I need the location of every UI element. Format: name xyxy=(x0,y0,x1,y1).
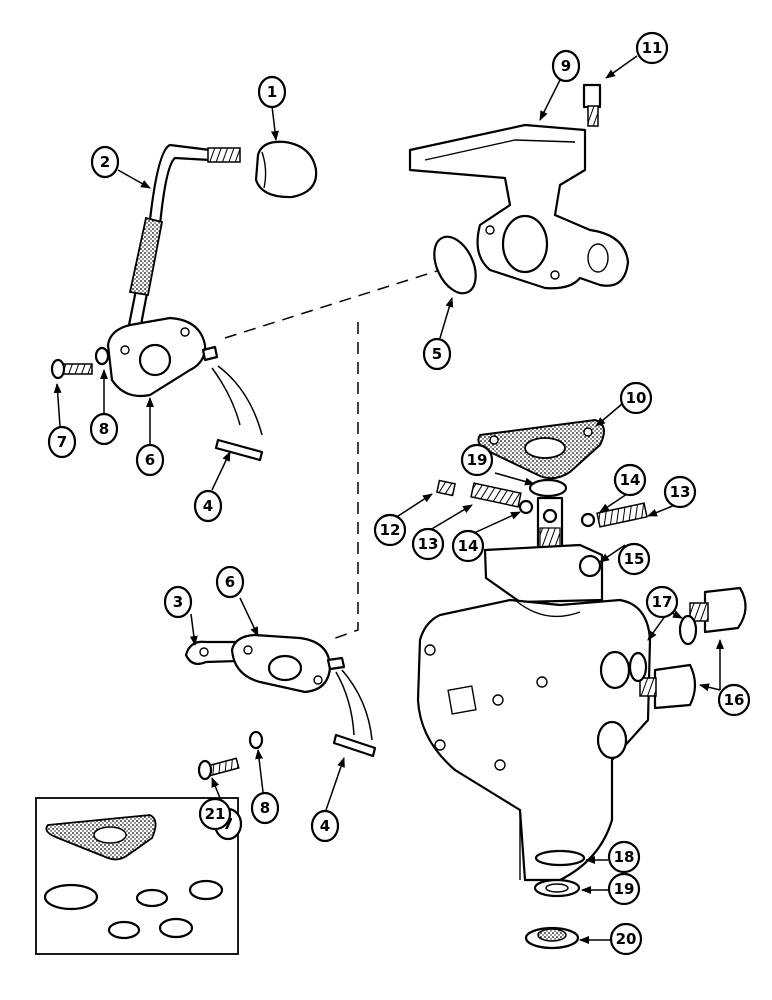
svg-text:20: 20 xyxy=(616,930,637,948)
svg-text:13: 13 xyxy=(670,483,691,501)
callout-8b: 8 xyxy=(250,791,280,825)
svg-text:5: 5 xyxy=(432,345,442,363)
svg-text:1: 1 xyxy=(267,83,277,101)
upper-pin-part xyxy=(211,365,264,462)
svg-text:13: 13 xyxy=(418,535,439,553)
svg-text:6: 6 xyxy=(145,451,155,469)
callout-9: 9 xyxy=(551,49,581,83)
svg-text:16: 16 xyxy=(724,691,745,709)
callout-6b: 6 xyxy=(215,565,245,599)
svg-text:19: 19 xyxy=(614,880,635,898)
lower-pin-part xyxy=(332,669,377,758)
bracket-part xyxy=(408,123,630,290)
lower-screw-part xyxy=(197,757,240,781)
callout-12: 12 xyxy=(373,513,407,547)
callout-17: 17 xyxy=(645,585,679,619)
bracket-bolt-part xyxy=(582,83,602,127)
svg-text:18: 18 xyxy=(614,848,635,866)
svg-text:10: 10 xyxy=(626,389,647,407)
callout-5: 5 xyxy=(422,337,452,371)
svg-text:7: 7 xyxy=(223,815,233,833)
callout-1: 1 xyxy=(257,75,287,109)
callout-13a: 13 xyxy=(411,527,445,561)
callout-19b: 19 xyxy=(607,872,641,906)
callout-18: 18 xyxy=(607,840,641,874)
upper-washer-part xyxy=(94,346,110,366)
callout-13b: 13 xyxy=(663,475,697,509)
assembly-lines xyxy=(224,269,441,641)
svg-text:8: 8 xyxy=(260,799,270,817)
callout-20: 20 xyxy=(609,922,643,956)
svg-text:2: 2 xyxy=(100,153,110,171)
callout-2: 2 xyxy=(90,145,120,179)
lower-flange-part xyxy=(230,633,346,694)
spring-and-ball-parts xyxy=(436,479,648,528)
oring-part xyxy=(433,235,477,295)
callout-10: 10 xyxy=(619,381,653,415)
bottom-seal-parts xyxy=(524,849,586,950)
svg-text:15: 15 xyxy=(624,550,645,568)
svg-text:3: 3 xyxy=(173,593,183,611)
upper-screw-part xyxy=(50,358,93,380)
svg-text:7: 7 xyxy=(57,433,67,451)
gasket-part xyxy=(477,418,605,480)
callout-16: 16 xyxy=(717,683,751,717)
upper-flange-part xyxy=(106,316,219,398)
callout-19a: 19 xyxy=(460,443,494,477)
callout-14a: 14 xyxy=(451,529,485,563)
callout-7a: 7 xyxy=(47,425,77,459)
svg-text:14: 14 xyxy=(458,537,479,555)
callout-15: 15 xyxy=(617,542,651,576)
callouts: 1 2 3 4 4 5 6 6 7 7 8 8 9 10 11 12 13 13… xyxy=(47,31,751,956)
svg-text:19: 19 xyxy=(467,451,488,469)
valve-body-part xyxy=(416,543,652,882)
svg-text:6: 6 xyxy=(225,573,235,591)
callout-4a: 4 xyxy=(193,489,223,523)
leader-arrows xyxy=(53,55,724,944)
svg-text:17: 17 xyxy=(652,593,673,611)
svg-text:21: 21 xyxy=(205,805,226,823)
callout-3: 3 xyxy=(163,585,193,619)
callout-14b: 14 xyxy=(613,463,647,497)
knob-part xyxy=(254,140,318,199)
svg-text:12: 12 xyxy=(380,521,401,539)
svg-text:4: 4 xyxy=(203,497,213,515)
fitting-parts xyxy=(628,586,747,710)
svg-text:9: 9 xyxy=(561,57,571,75)
callout-6a: 6 xyxy=(135,443,165,477)
svg-text:8: 8 xyxy=(99,420,109,438)
callout-8a: 8 xyxy=(89,412,119,446)
svg-text:14: 14 xyxy=(620,471,641,489)
callout-4b: 4 xyxy=(310,809,340,843)
lower-washer-part xyxy=(248,730,264,750)
svg-text:11: 11 xyxy=(642,39,663,57)
svg-text:4: 4 xyxy=(320,817,330,835)
callout-21: 21 xyxy=(198,797,232,831)
callout-11: 11 xyxy=(635,31,669,65)
